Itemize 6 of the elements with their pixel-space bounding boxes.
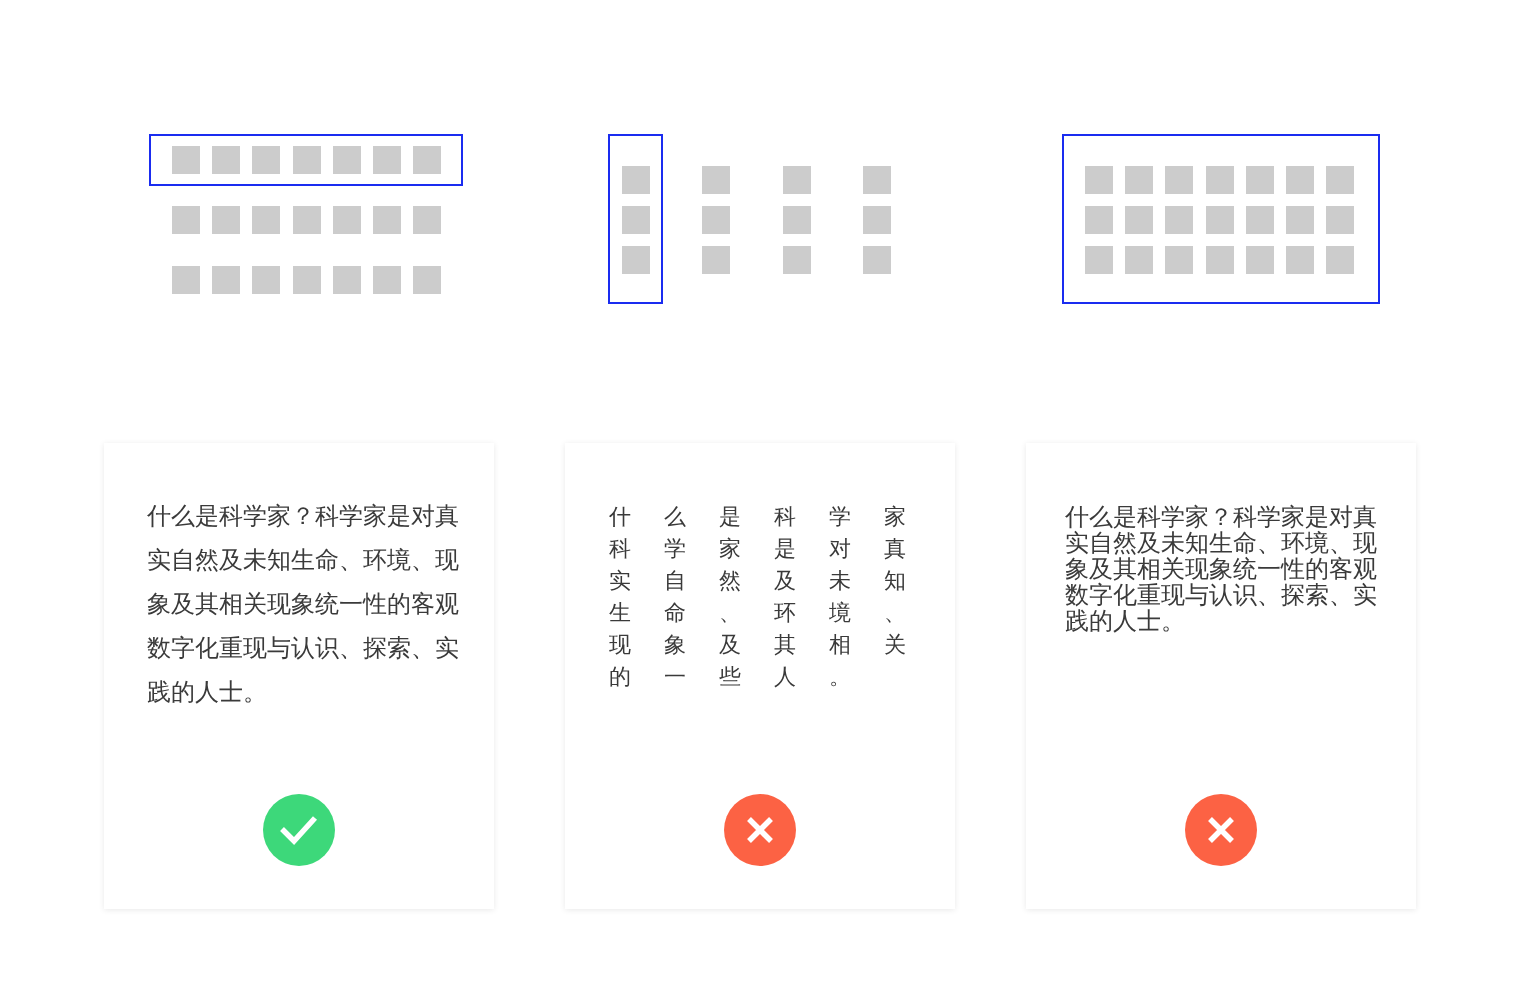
paragraph: 什么是科学家科学家是对真实自然及未知生命、环境、现象及其相关的一些人。 — [609, 503, 940, 691]
card — [104, 443, 494, 909]
card — [1026, 443, 1416, 909]
paragraph: 什么是科学家？科学家是对真实自然及未知生命、环境、现象及其相关现象统一性的客观数字化重现与认识、探索、实践的人士。 — [1065, 504, 1378, 634]
paragraph: 什么是科学家？科学家是对真实自然及未知生命、环境、现象及其相关现象统一性的客观数字化重现与认识、探索、实践的人士。 — [147, 501, 460, 708]
card — [565, 443, 955, 909]
